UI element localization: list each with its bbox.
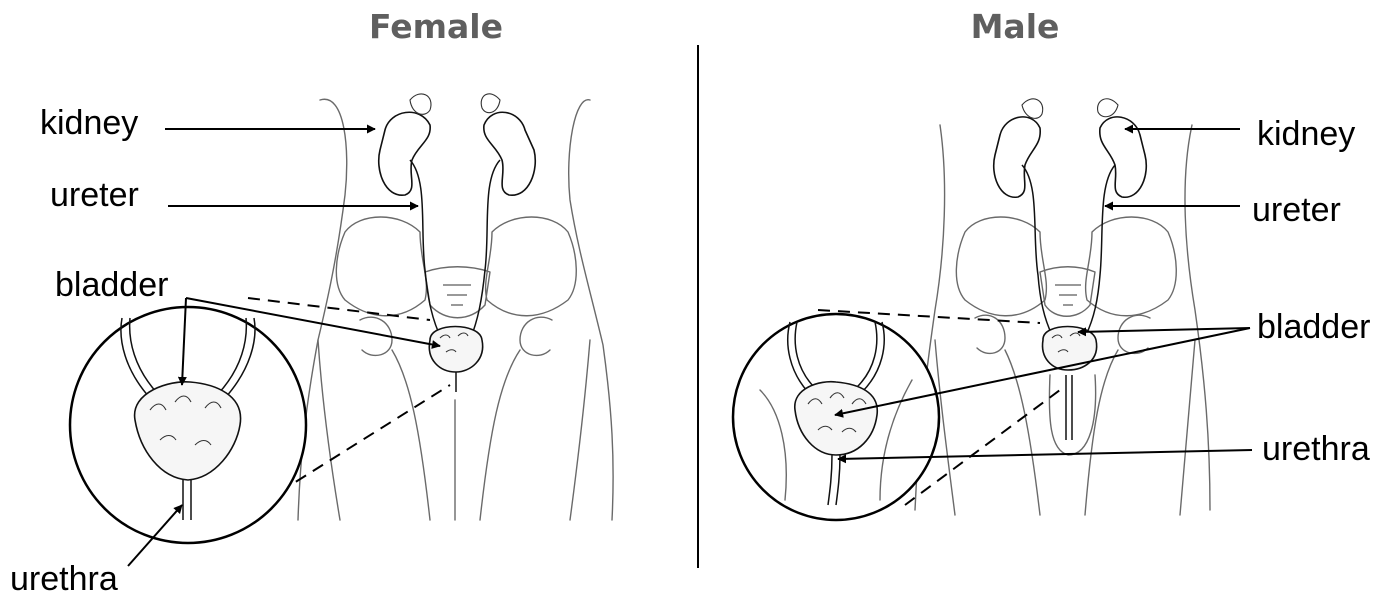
male-penile-urethra	[1066, 375, 1072, 440]
female-sacrum	[425, 267, 490, 318]
male-right-hip	[1118, 315, 1150, 353]
female-left-adrenal	[410, 94, 431, 114]
female-right-kidney	[484, 112, 535, 195]
male-left-ureter	[1022, 165, 1052, 335]
female-torso-outline	[298, 99, 347, 520]
female-left-kidney	[379, 112, 430, 195]
male-left-leg	[935, 340, 1040, 515]
male-bladder	[1043, 327, 1097, 371]
female-figure	[70, 94, 613, 543]
male-right-leg	[1085, 340, 1195, 515]
female-left-leg	[318, 340, 430, 520]
female-right-hip	[520, 317, 552, 355]
male-urethra-label: urethra	[1262, 432, 1370, 466]
male-left-kidney	[994, 117, 1041, 197]
male-pelvis	[956, 217, 1046, 316]
female-bladder-label: bladder	[55, 268, 168, 302]
male-bladder-arrow-body	[1078, 328, 1250, 332]
female-title: Female	[286, 7, 586, 46]
male-sacrum-detail	[1055, 285, 1081, 305]
female-urethra-label: urethra	[10, 562, 118, 596]
female-pelvis	[336, 217, 426, 316]
female-kidney-label: kidney	[40, 106, 138, 140]
female-left-ureter	[410, 160, 442, 340]
male-left-adrenal	[1022, 99, 1043, 118]
male-pelvis-right	[1086, 217, 1177, 316]
female-ureter-label: ureter	[50, 178, 139, 212]
male-kidney-label: kidney	[1257, 117, 1355, 151]
female-right-leg	[480, 340, 590, 520]
female-zoom-line-top	[248, 298, 430, 320]
female-right-adrenal	[481, 94, 500, 113]
male-right-adrenal	[1098, 99, 1118, 117]
male-bladder-label: bladder	[1257, 310, 1370, 344]
female-pelvis-right	[486, 217, 577, 316]
female-bladder	[429, 327, 482, 373]
male-ureter-label: ureter	[1252, 193, 1341, 227]
male-title: Male	[865, 7, 1165, 46]
female-torso-outline-right	[569, 100, 613, 520]
female-sacrum-detail	[443, 285, 471, 305]
